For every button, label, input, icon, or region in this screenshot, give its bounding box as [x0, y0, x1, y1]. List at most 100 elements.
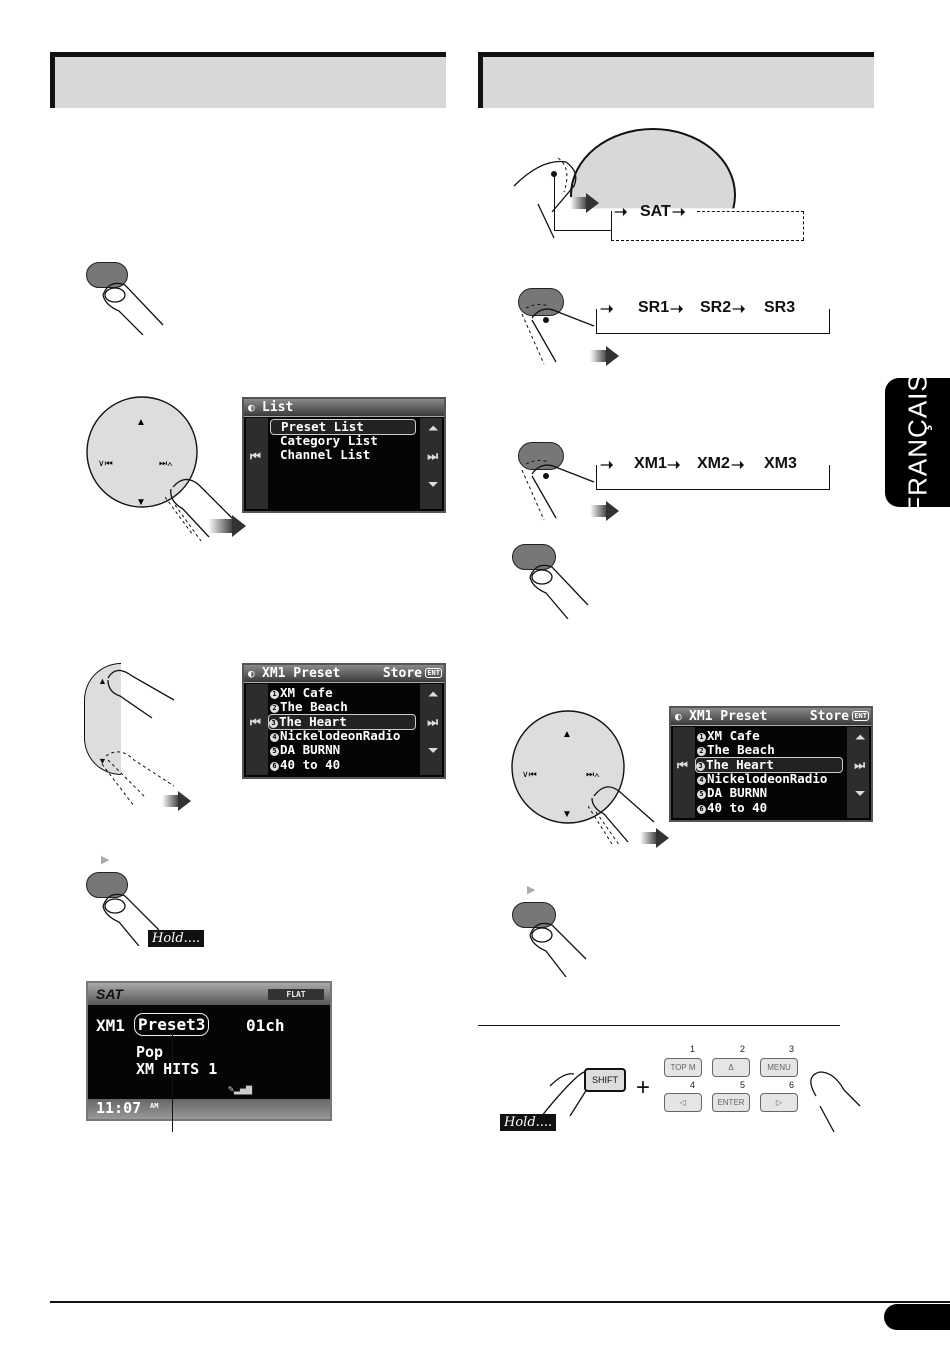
- shift-key[interactable]: SHIFT: [584, 1068, 626, 1092]
- control-dial[interactable]: ▲ ▼ ∨⏮ ⏭∧: [508, 705, 634, 831]
- right-scroll-strip: [420, 418, 442, 509]
- flow-line-dashed: [697, 211, 804, 212]
- language-tab: FRANÇAIS: [885, 373, 950, 512]
- press-arrow-icon: [590, 350, 608, 362]
- store-label[interactable]: Store: [382, 666, 422, 681]
- arrow-icon: ➝: [600, 301, 614, 318]
- press-arrow-icon-head: [586, 193, 599, 213]
- press-arrow-icon-head: [606, 501, 619, 521]
- left-scroll-strip: [673, 727, 695, 818]
- sirius-band: SR2: [698, 299, 734, 317]
- band-button[interactable]: [518, 442, 564, 470]
- list-item[interactable]: Category List: [280, 433, 378, 448]
- up-key[interactable]: Δ: [712, 1058, 750, 1077]
- svg-text:▲: ▲: [136, 417, 146, 428]
- clock-ampm: AM: [150, 1102, 159, 1110]
- play-triangle-icon: ▶: [101, 854, 110, 866]
- control-dial[interactable]: ▲ ▼ ∨⏮ ⏭∧: [84, 385, 204, 525]
- down-icon: ⏷: [428, 477, 438, 491]
- list-button[interactable]: [86, 262, 128, 288]
- menu-key[interactable]: MENU: [760, 1058, 798, 1077]
- finger-press-illustration: [521, 459, 595, 521]
- svg-text:▲: ▲: [562, 729, 572, 740]
- finger-press-illustration: [521, 303, 595, 365]
- ent-badge: ENT: [425, 668, 442, 678]
- press-arrow-icon: [590, 505, 608, 517]
- right-key[interactable]: ▷: [760, 1093, 798, 1112]
- top-m-key[interactable]: TOP M: [664, 1058, 702, 1077]
- down-icon: ⏷: [428, 743, 438, 757]
- callout-line: [172, 1034, 173, 1132]
- xm-band: XM1: [632, 455, 669, 473]
- finger-press-illustration: [529, 922, 587, 977]
- press-arrow-icon: [570, 197, 588, 209]
- plus-sign: +: [636, 1074, 651, 1101]
- hold-label: Hold....: [148, 930, 205, 947]
- section-divider: [478, 1025, 840, 1026]
- arrow-icon: ➝: [614, 204, 628, 221]
- right-scroll-strip: [847, 727, 869, 818]
- finger-press-illustration: [810, 1071, 861, 1133]
- up-arrow-icon: ▲: [98, 676, 107, 686]
- category-name: Pop: [136, 1043, 164, 1061]
- press-arrow-icon: [162, 795, 180, 807]
- list-item[interactable]: Preset List: [270, 419, 416, 435]
- up-icon: ⏶: [428, 687, 438, 701]
- left-scroll-strip: [246, 684, 268, 775]
- hold-button[interactable]: [86, 872, 128, 898]
- footer-rule: [50, 1301, 950, 1303]
- arrow-icon: ➝: [731, 457, 745, 474]
- ent-badge: ENT: [852, 711, 869, 721]
- source-label: SAT: [96, 986, 123, 1002]
- up-icon: ⏶: [428, 421, 438, 435]
- finger-press-illustration: [102, 893, 160, 946]
- preset-screen-title: XM1 Preset: [262, 666, 341, 681]
- page-number-tab: [884, 1304, 950, 1330]
- finger-press-illustration: [102, 282, 164, 335]
- channel-number: 01ch: [246, 1016, 285, 1035]
- left-section-header: [50, 52, 446, 108]
- prev-icon: ⏮: [250, 449, 261, 463]
- xm-band: XM3: [762, 455, 799, 473]
- next-icon: ⏭: [427, 449, 438, 463]
- flow-line: [554, 230, 612, 231]
- disc-icon: ◐: [248, 401, 255, 414]
- press-arrow-icon-head: [232, 515, 246, 537]
- arrow-icon: ➝: [600, 457, 614, 474]
- svg-text:∨⏮: ∨⏮: [98, 458, 113, 468]
- finger-press-illustration: [588, 786, 655, 847]
- enter-key[interactable]: ENTER: [712, 1093, 750, 1112]
- arrow-icon: ➝: [672, 204, 686, 221]
- press-arrow-icon: [208, 519, 234, 533]
- svg-text:▼: ▼: [562, 809, 572, 820]
- play-triangle-icon: ▶: [527, 884, 536, 896]
- sirius-flow-loop: [596, 309, 830, 334]
- press-arrow-icon-head: [178, 791, 191, 811]
- disc-icon: ◐: [248, 667, 255, 680]
- signal-icon: ✎▂▄▆: [228, 1084, 253, 1095]
- store-label[interactable]: Store: [809, 709, 849, 724]
- flow-line: [554, 175, 555, 230]
- language-tab-label: FRANÇAIS: [902, 372, 932, 513]
- left-key[interactable]: ◁: [664, 1093, 702, 1112]
- key-number: 1: [690, 1044, 696, 1054]
- svg-text:∨⏮: ∨⏮: [522, 769, 537, 779]
- down-icon: ⏷: [855, 786, 865, 800]
- preset-screen-title: XM1 Preset: [689, 709, 768, 724]
- press-arrow-icon: [640, 832, 658, 844]
- list-item[interactable]: Channel List: [280, 447, 371, 462]
- sirius-band: SR3: [762, 299, 798, 317]
